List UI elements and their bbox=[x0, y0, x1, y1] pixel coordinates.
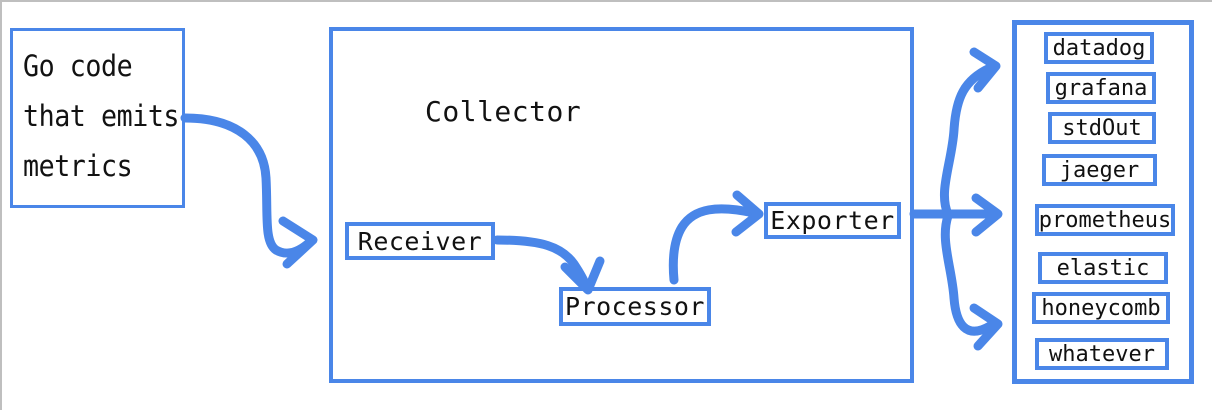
destination-label: honeycomb bbox=[1041, 295, 1161, 321]
destination-label: prometheus bbox=[1038, 207, 1172, 233]
destination-honeycomb[interactable]: honeycomb bbox=[1032, 292, 1170, 324]
collector-title: Collector bbox=[425, 95, 582, 128]
destination-elastic[interactable]: elastic bbox=[1038, 252, 1168, 284]
source-line-1: Go code bbox=[23, 49, 133, 83]
source-line-3: metrics bbox=[23, 149, 133, 183]
destination-label: stdOut bbox=[1062, 115, 1142, 141]
destination-whatever[interactable]: whatever bbox=[1035, 338, 1169, 370]
processor-box[interactable]: Processor bbox=[559, 287, 711, 326]
destination-label: whatever bbox=[1049, 341, 1155, 367]
source-line-2: that emits bbox=[23, 99, 180, 133]
receiver-label: Receiver bbox=[357, 226, 483, 256]
exporter-box[interactable]: Exporter bbox=[764, 202, 901, 239]
destination-label: elastic bbox=[1056, 255, 1150, 281]
destination-label: jaeger bbox=[1059, 157, 1140, 183]
receiver-box[interactable]: Receiver bbox=[345, 222, 495, 260]
arrow-source-to-receiver bbox=[180, 113, 318, 269]
processor-label: Processor bbox=[565, 292, 705, 321]
destination-prometheus[interactable]: prometheus bbox=[1035, 204, 1175, 236]
exporter-label: Exporter bbox=[770, 206, 895, 235]
destination-jaeger[interactable]: jaeger bbox=[1042, 154, 1157, 186]
destination-grafana[interactable]: grafana bbox=[1046, 72, 1156, 104]
destination-stdout[interactable]: stdOut bbox=[1048, 112, 1156, 144]
arrow-exporter-fanout bbox=[909, 47, 1003, 351]
go-code-source-box[interactable]: Go code that emits metrics bbox=[10, 28, 185, 208]
destination-datadog[interactable]: datadog bbox=[1044, 32, 1154, 64]
destination-label: grafana bbox=[1054, 75, 1148, 101]
destination-label: datadog bbox=[1052, 35, 1146, 61]
